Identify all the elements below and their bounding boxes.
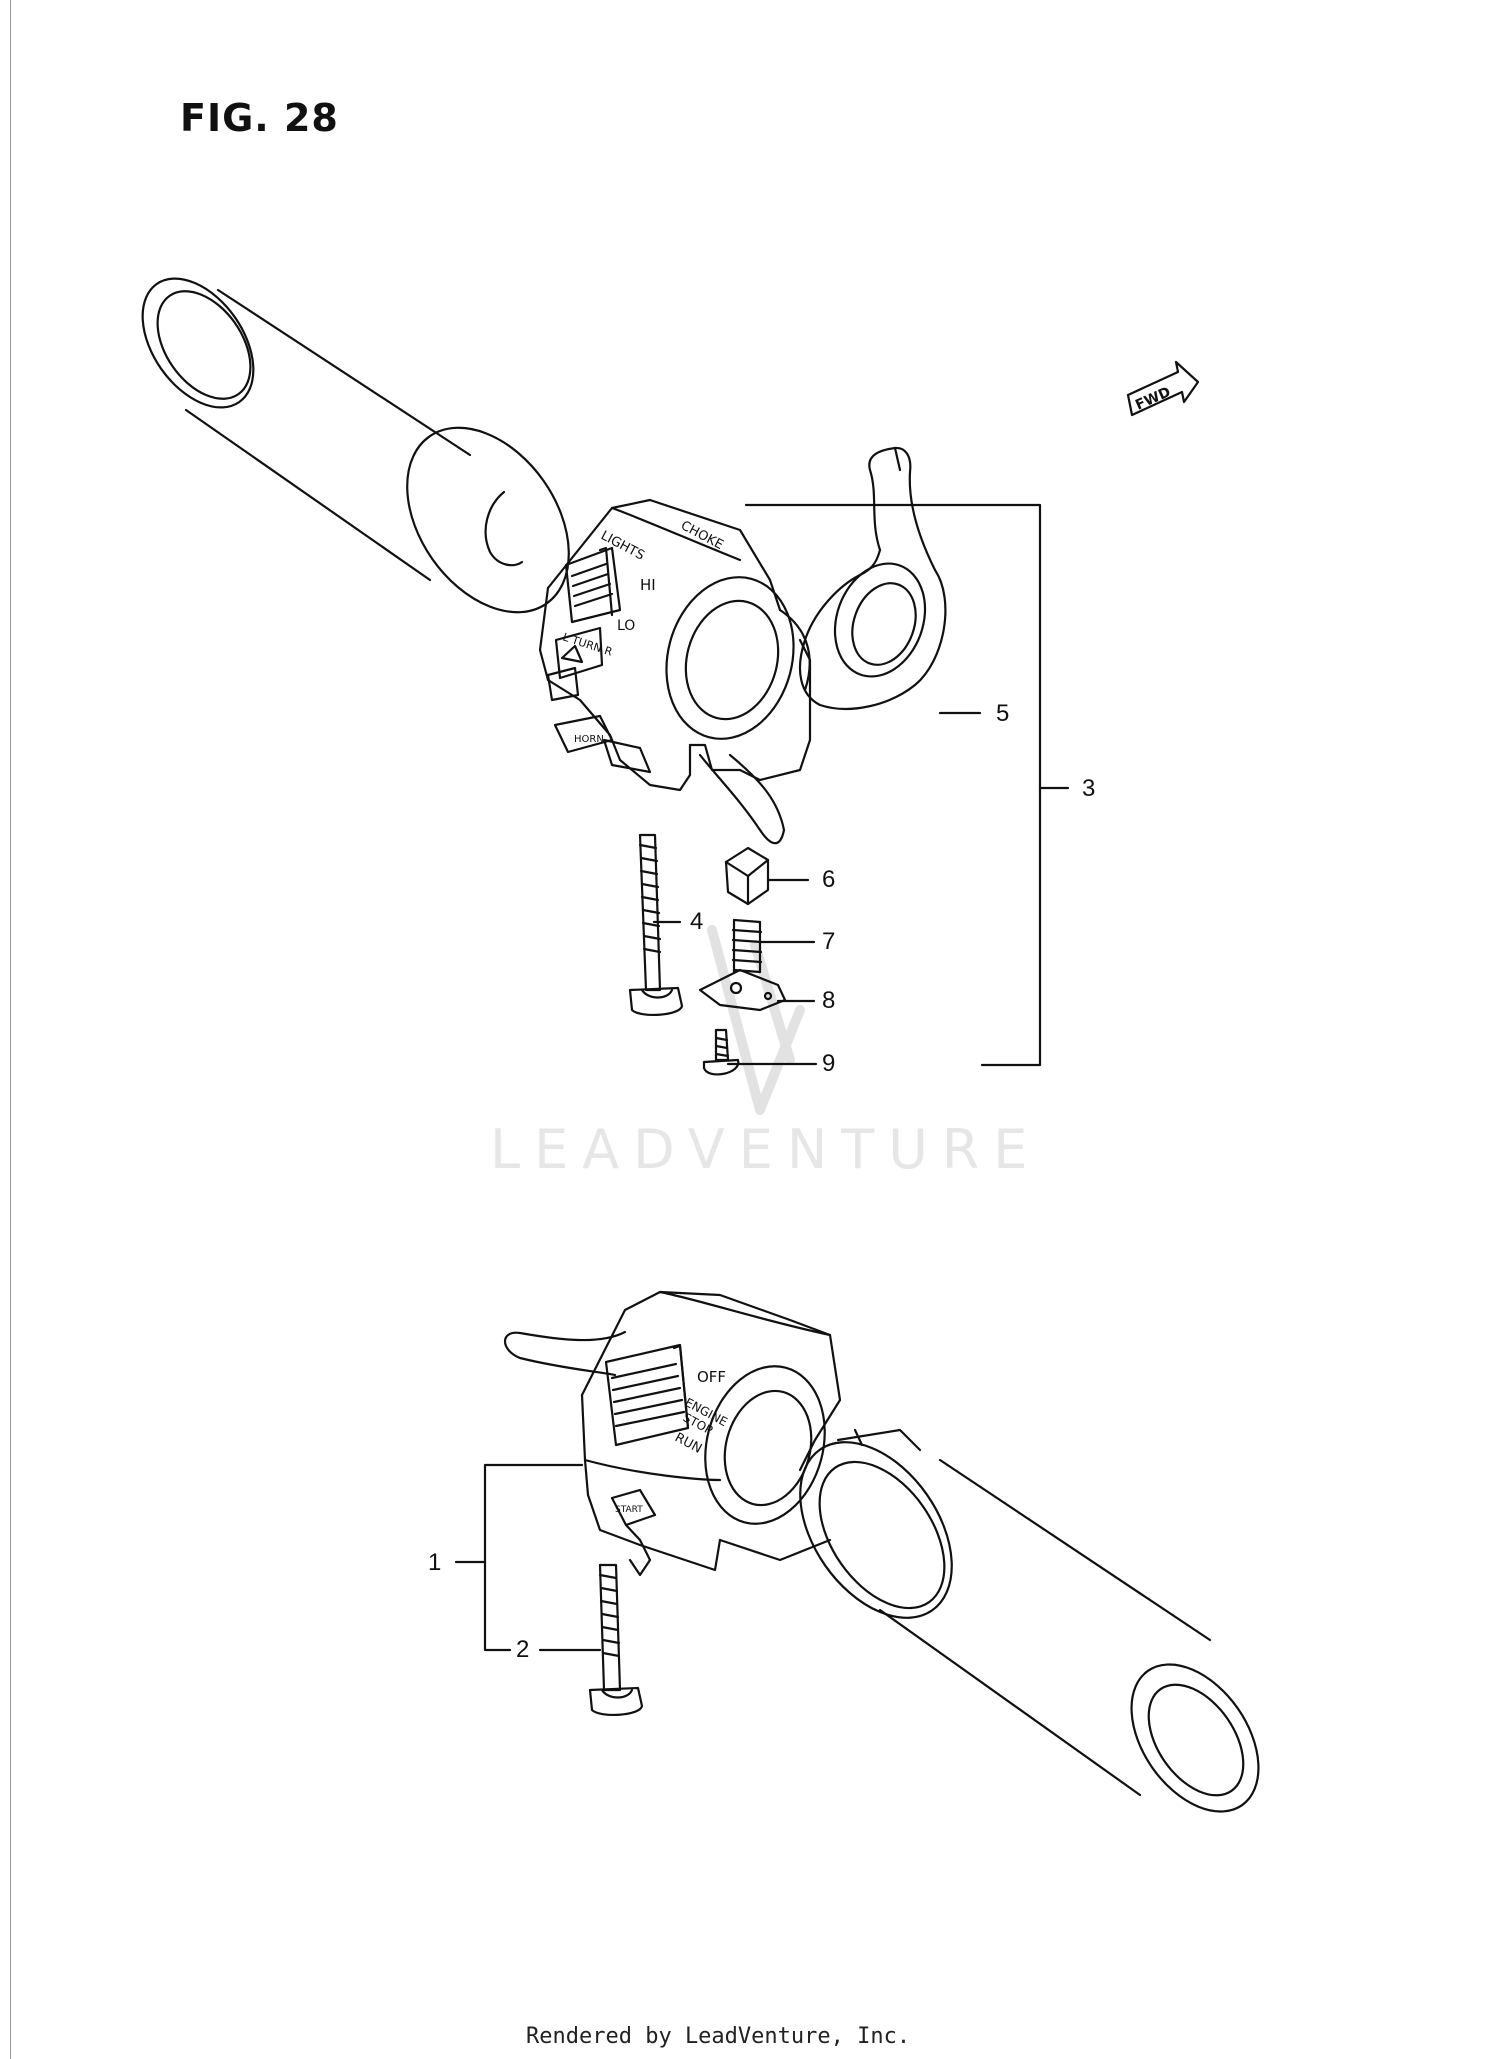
label-run: RUN [672,1430,704,1457]
callout-4: 4 [690,908,704,935]
figure-title: FIG. 28 [180,96,339,140]
callout-9: 9 [822,1050,836,1077]
screw-part-2 [588,1563,644,1716]
right-grip [799,1428,1260,1813]
knob-part-6 [724,846,770,906]
callout-line-3 [744,503,1042,1067]
callout-1: 1 [428,1549,442,1576]
scan-edge-line [10,0,11,2059]
horn-button [553,714,652,774]
left-grip [141,277,570,614]
callout-5: 5 [996,700,1010,727]
callout-line-1 [483,1463,584,1652]
label-hi: HI [640,576,656,594]
label-turn: L TURN R [561,630,614,658]
callout-3: 3 [1082,775,1096,802]
spring-part-7 [731,918,763,974]
label-fwd: FWD [1133,384,1173,414]
left-switch-housing [538,498,812,845]
right-switch-cable [503,1330,627,1377]
callout-8: 8 [822,987,836,1014]
callout-7: 7 [822,928,836,955]
footer-credit: Rendered by LeadVenture, Inc. [526,2024,911,2049]
left-switch-cable [698,753,786,845]
label-off: OFF [697,1368,726,1386]
watermark-text: LEADVENTURE [490,1118,1042,1181]
callout-6: 6 [822,866,836,893]
fwd-arrow-icon [1126,360,1200,417]
dimmer-switch [564,546,622,624]
watermark-logo [707,925,805,1115]
right-switch-housing [503,1290,842,1577]
start-button [610,1488,657,1577]
label-start: START [615,1505,643,1515]
turn-switch [546,626,604,702]
label-horn: HORN [574,734,604,745]
engine-stop-switch [604,1343,690,1447]
screw-part-9 [702,1028,740,1076]
label-lights: LIGHTS [598,528,647,563]
label-lo: LO [617,618,635,634]
choke-lever [798,446,947,711]
screw-part-4 [628,833,684,1016]
callout-2: 2 [516,1636,530,1663]
